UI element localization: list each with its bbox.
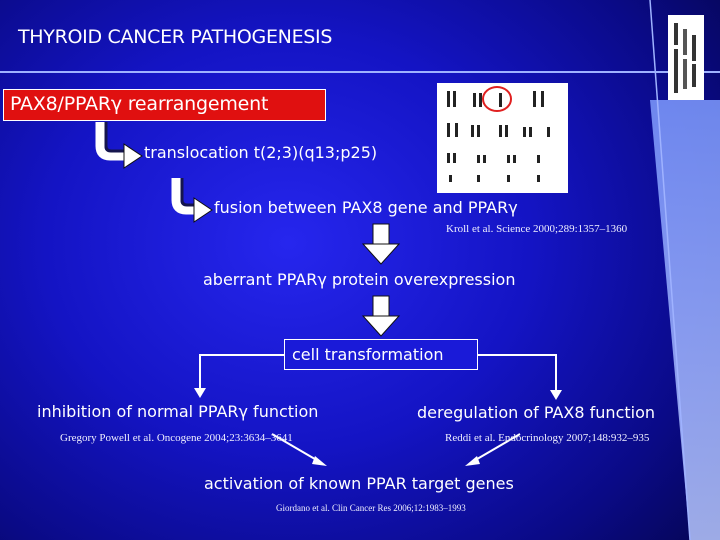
fusion-reference: Kroll et al. Science 2000;289:1357–1360 [446,223,628,235]
chromosome-image [668,15,704,100]
activation-label: activation of known PPAR target genes [204,474,514,493]
right-branch-label: deregulation of PAX8 function [417,403,656,422]
fusion-label: fusion between PAX8 gene and PPARγ [214,198,518,217]
right-branch-reference: Reddi et al. Endocrinology 2007;148:932–… [445,432,650,444]
slide-title: THYROID CANCER PATHOGENESIS [18,26,333,48]
translocation-label: translocation t(2;3)(q13;p25) [144,143,378,162]
left-branch-label: inhibition of normal PPARγ function [37,402,319,421]
left-branch-reference: Gregory Powell et al. Oncogene 2004;23:3… [60,432,293,444]
karyotype-figure [447,86,550,182]
rearrangement-box [3,89,326,121]
overexpression-label: aberrant PPARγ protein overexpression [203,270,516,289]
activation-reference: Giordano et al. Clin Cancer Res 2006;12:… [276,503,466,513]
karyotype-image [437,83,568,193]
cell-transformation-box [284,339,478,370]
rearrangement-label: PAX8/PPARγ rearrangement [10,93,269,115]
cell-transformation-label: cell transformation [292,345,444,364]
